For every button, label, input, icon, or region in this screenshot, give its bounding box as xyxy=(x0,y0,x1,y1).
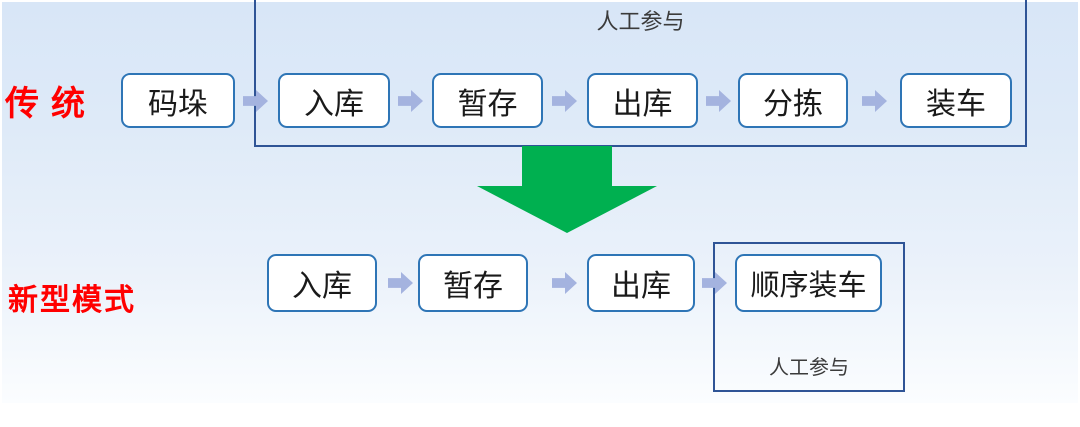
traditional-step-box-inbound: 入库 xyxy=(278,73,390,128)
traditional-zone-label: 人工参与 xyxy=(596,9,685,34)
traditional-step-box-staging: 暂存 xyxy=(432,73,543,128)
traditional-row-label: 传统 xyxy=(5,85,97,123)
new-mode-row-label: 新型模式 xyxy=(8,284,136,317)
traditional-step-box-sorting: 分拣 xyxy=(738,73,848,128)
new-mode-step-box-staging: 暂存 xyxy=(418,254,528,312)
traditional-step-box-palletizing: 码垛 xyxy=(121,73,235,128)
new-mode-step-box-sequential-loading: 顺序装车 xyxy=(735,254,882,312)
new-mode-step-box-inbound: 入库 xyxy=(267,254,377,312)
traditional-manual-zone-rect xyxy=(254,0,1027,147)
new-mode-manual-zone-rect xyxy=(713,242,905,392)
new-mode-step-box-outbound: 出库 xyxy=(587,254,695,312)
traditional-step-box-loading: 装车 xyxy=(900,73,1012,128)
new-mode-zone-label: 人工参与 xyxy=(769,357,849,379)
traditional-step-box-outbound: 出库 xyxy=(587,73,698,128)
